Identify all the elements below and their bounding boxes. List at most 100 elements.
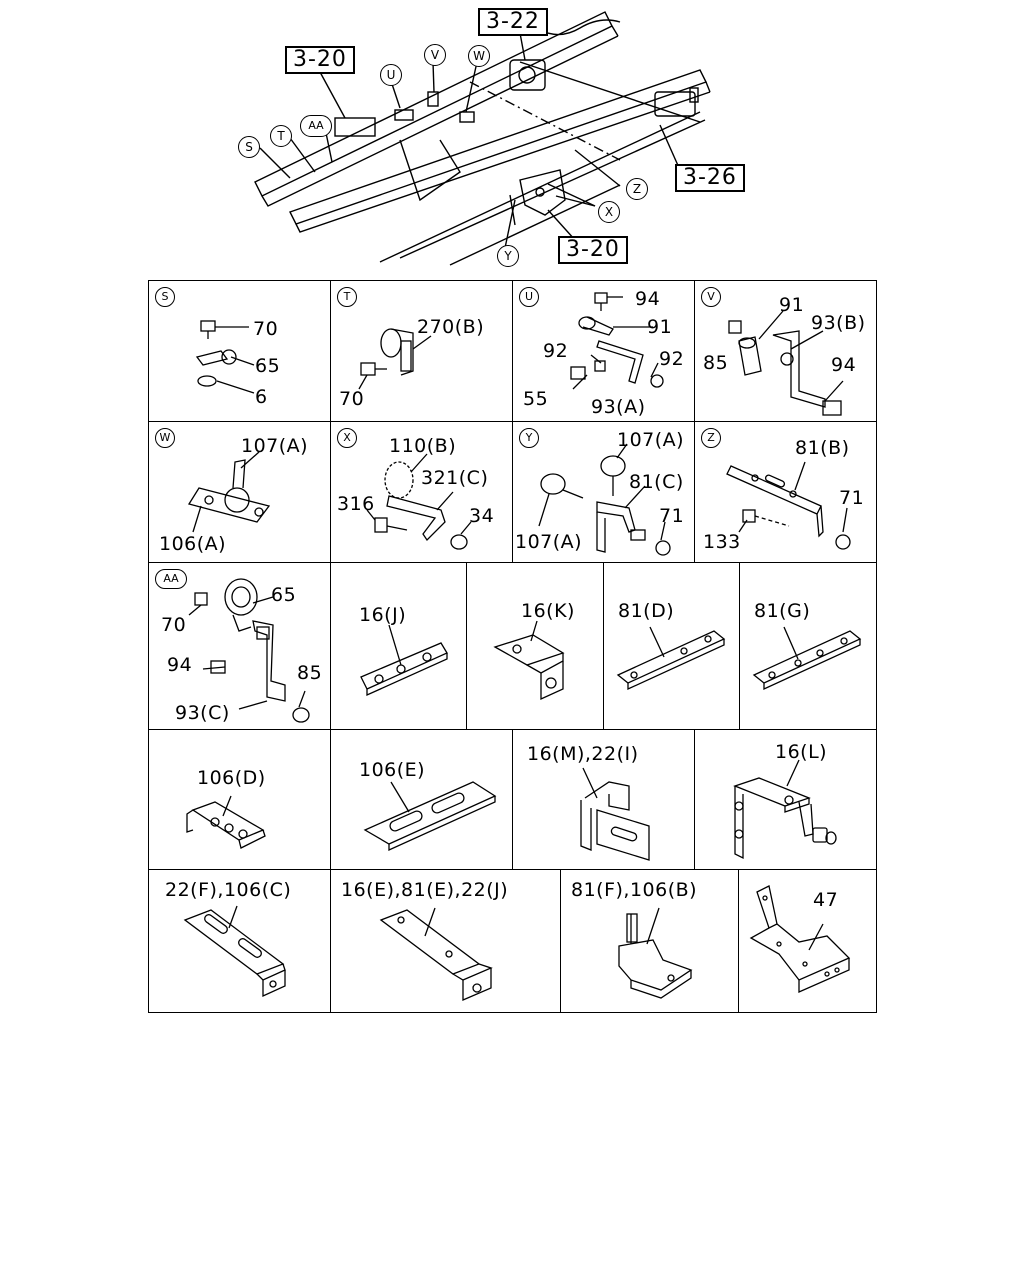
label-91: 91 [779,294,805,316]
cell-w: W 107(A) 106(A) [148,421,331,563]
marker-v: V [424,44,446,66]
marker-aa: AA [300,115,332,137]
label-85: 85 [297,662,323,684]
ref-box-3-22: 3-22 [478,8,548,36]
plate-16j-drawing [360,624,448,697]
tag-s: S [155,287,175,307]
ref-box-3-20-lower: 3-20 [558,236,628,264]
cell-81d: 81(D) [603,562,740,730]
cell-aa: AA 65 70 94 85 93(C) [148,562,331,730]
label-106d: 106(D) [197,767,266,789]
cell-16e: 16(E),81(E),22(J) [330,869,561,1013]
cell-u: U 94 91 92 92 55 93(A) [512,280,695,422]
label-321c: 321(C) [421,467,489,489]
label-70: 70 [339,388,365,410]
tag-y: Y [519,428,539,448]
bracket-81f-drawing [618,907,693,999]
label-16m-22i: 16(M),22(I) [527,743,639,765]
label-106a: 106(A) [159,533,227,555]
label-316: 316 [337,493,375,515]
label-22f-106c: 22(F),106(C) [165,879,292,901]
cell-t: T 270(B) 70 [330,280,513,422]
cell-16k: 16(K) [466,562,604,730]
cell-16l: 16(L) [694,729,877,870]
label-94: 94 [831,354,857,376]
plate-81d-drawing [616,626,726,691]
clip-bolt-drawing [358,328,432,390]
plate-106e-drawing [363,781,497,852]
label-93b: 93(B) [811,312,866,334]
bracket-v-drawing [728,310,844,416]
label-16j: 16(J) [359,604,407,626]
label-65: 65 [255,355,281,377]
label-133: 133 [703,531,741,553]
tag-aa: AA [155,569,187,589]
cell-y: Y 107(A) 81(C) 71 107(A) [512,421,695,563]
label-106e: 106(E) [359,759,426,781]
label-55: 55 [523,388,549,410]
chassis-frame-drawing [254,11,711,266]
bracket-16e-drawing [379,907,493,1001]
marker-x: X [598,201,620,223]
bracket-22f-drawing [183,905,286,998]
tag-z: Z [701,428,721,448]
label-94: 94 [635,288,661,310]
label-81c: 81(C) [629,471,684,493]
label-92-right: 92 [659,348,685,370]
cell-v: V 91 93(B) 85 94 [694,280,877,422]
label-270b: 270(B) [417,316,485,338]
clamp-y-drawing [538,443,671,556]
bracket-106d-drawing [186,795,266,849]
cell-81g: 81(G) [739,562,877,730]
label-47: 47 [813,889,839,911]
clamp-w-drawing [187,451,271,533]
plate-81g-drawing [752,626,862,691]
cell-16m: 16(M),22(I) [512,729,695,870]
label-93c: 93(C) [175,702,230,724]
label-16k: 16(K) [521,600,575,622]
label-85: 85 [703,352,729,374]
label-81b: 81(B) [795,437,850,459]
label-70: 70 [161,614,187,636]
cell-81f: 81(F),106(B) [560,869,739,1013]
marker-s: S [238,136,260,158]
bracket-u-drawing [570,292,664,390]
label-34: 34 [469,505,495,527]
cell-x: X 110(B) 321(C) 316 34 [330,421,513,563]
cell-106e: 106(E) [330,729,513,870]
bracket-47-drawing [749,885,851,993]
tag-t: T [337,287,357,307]
marker-w: W [468,45,490,67]
tag-x: X [337,428,357,448]
label-107a: 107(A) [241,435,309,457]
bracket-16l-drawing [733,759,837,860]
label-81g: 81(G) [754,600,811,622]
cell-z: Z 81(B) 71 133 [694,421,877,563]
cell-22f: 22(F),106(C) [148,869,331,1013]
label-16e-81e-22j: 16(E),81(E),22(J) [341,879,509,901]
label-94: 94 [167,654,193,676]
plate-z-drawing [726,461,851,550]
bracket-16m-drawing [580,767,650,861]
marker-y: Y [497,245,519,267]
bolt-clip-drawing [195,320,255,394]
tag-v: V [701,287,721,307]
band-x-drawing [366,453,472,550]
label-81f-106b: 81(F),106(B) [571,879,698,901]
ref-box-3-20-upper: 3-20 [285,46,355,74]
tag-u: U [519,287,539,307]
marker-z: Z [626,178,648,200]
label-91: 91 [647,316,673,338]
label-107a-top: 107(A) [617,429,685,451]
label-65: 65 [271,584,297,606]
cell-s: S 70 65 6 [148,280,331,422]
cell-16j: 16(J) [330,562,467,730]
label-16l: 16(L) [775,741,828,763]
frame-overview: 3-22 3-20 3-26 3-20 S T AA U V W Z X Y [0,0,1024,279]
tag-w: W [155,428,175,448]
marker-u: U [380,64,402,86]
bracket-16k-drawing [493,620,565,701]
label-81d: 81(D) [618,600,675,622]
clip-aa-drawing [188,578,310,723]
label-71: 71 [839,487,865,509]
